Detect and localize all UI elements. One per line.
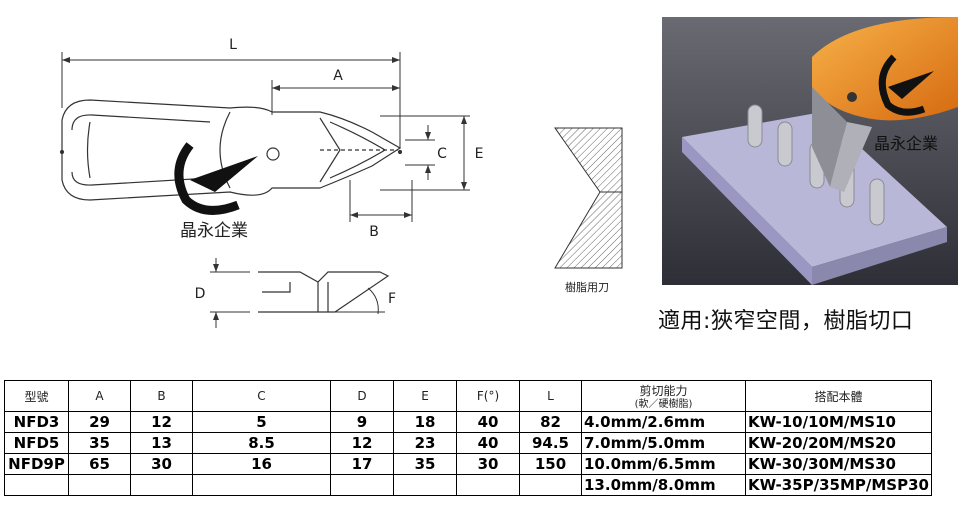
dimension-c: C [405,125,447,180]
cell-f: 30 [456,453,520,475]
dim-label-a: A [333,68,343,84]
brand-logo: 晶永企業 [174,142,258,241]
header-capacity-title: 剪切能力 [639,384,688,398]
dimension-l: L [61,37,401,148]
cell-model [4,474,69,496]
header-model: 型號 [4,380,69,412]
cell-l [519,474,582,496]
cell-b: 12 [130,411,193,433]
cell-d: 17 [330,453,394,475]
header-capacity: 剪切能力 (軟／硬樹脂) [581,380,746,412]
cell-l: 94.5 [519,432,582,454]
cell-body: KW-10/10M/MS10 [745,411,932,433]
cell-d [330,474,394,496]
table-row: 13.0mm/8.0mm KW-35P/35MP/MSP30 [4,474,932,496]
cell-f: 40 [456,432,520,454]
cell-b: 13 [130,432,193,454]
dim-label-f: F [388,291,396,307]
spec-table: 型號 A B C D E F(°) L 剪切能力 (軟／硬樹脂) 搭配本體 NF… [4,380,932,496]
header-d: D [330,380,394,412]
application-photo: 晶永企業 [662,17,958,285]
cell-c: 8.5 [192,432,331,454]
cell-e: 23 [393,432,457,454]
photo-brand-text: 晶永企業 [874,134,938,153]
cell-model: NFD5 [4,432,69,454]
header-e: E [393,380,457,412]
table-header-row: 型號 A B C D E F(°) L 剪切能力 (軟／硬樹脂) 搭配本體 [4,380,932,412]
side-view [258,271,390,313]
header-b: B [130,380,193,412]
brand-text: 晶永企業 [180,221,248,241]
cell-b [130,474,193,496]
cell-e: 35 [393,453,457,475]
dim-label-d: D [195,286,206,302]
dimension-a: A [271,68,400,115]
dimension-e: E [380,115,484,191]
cell-e [393,474,457,496]
cell-a: 29 [68,411,131,433]
cell-capacity: 4.0mm/2.6mm [581,411,746,433]
cell-c: 5 [192,411,331,433]
cell-e: 18 [393,411,457,433]
dimension-b: B [349,180,413,240]
cell-model: NFD9P [4,453,69,475]
tool-outline [59,99,403,201]
cell-a: 65 [68,453,131,475]
application-caption: 適用:狹窄空間，樹脂切口 [658,309,914,334]
cell-body: KW-30/30M/MS30 [745,453,932,475]
resin-blade-section: 樹脂用刀 [554,127,623,294]
cell-body: KW-35P/35MP/MSP30 [745,474,932,496]
cell-l: 150 [519,453,582,475]
resin-blade-label: 樹脂用刀 [565,280,609,294]
header-l: L [519,380,582,412]
cell-model: NFD3 [4,411,69,433]
cell-f: 40 [456,411,520,433]
header-body: 搭配本體 [745,380,932,412]
cell-capacity: 10.0mm/6.5mm [581,453,746,475]
cell-a: 35 [68,432,131,454]
cell-b: 30 [130,453,193,475]
table-row: NFD3 29 12 5 9 18 40 82 4.0mm/2.6mm KW-1… [4,411,932,433]
header-f: F(°) [456,380,520,412]
dimension-d: D [195,258,250,328]
table-row: NFD5 35 13 8.5 12 23 40 94.5 7.0mm/5.0mm… [4,432,932,454]
cell-a [68,474,131,496]
cell-d: 12 [330,432,394,454]
technical-drawing: L A 晶永企業 C [59,37,623,328]
cell-capacity: 7.0mm/5.0mm [581,432,746,454]
dim-label-e: E [475,146,484,162]
table-row: NFD9P 65 30 16 17 35 30 150 10.0mm/6.5mm… [4,453,932,475]
cell-l: 82 [519,411,582,433]
dim-label-l: L [229,37,237,53]
dim-label-c: C [437,146,447,162]
cell-d: 9 [330,411,394,433]
header-a: A [68,380,131,412]
dim-label-b: B [369,224,379,240]
header-capacity-sub: (軟／硬樹脂) [634,399,693,410]
cell-c [192,474,331,496]
cell-c: 16 [192,453,331,475]
cell-body: KW-20/20M/MS20 [745,432,932,454]
cell-f [456,474,520,496]
cell-capacity: 13.0mm/8.0mm [581,474,746,496]
dimension-f: F [335,287,396,315]
header-c: C [192,380,331,412]
